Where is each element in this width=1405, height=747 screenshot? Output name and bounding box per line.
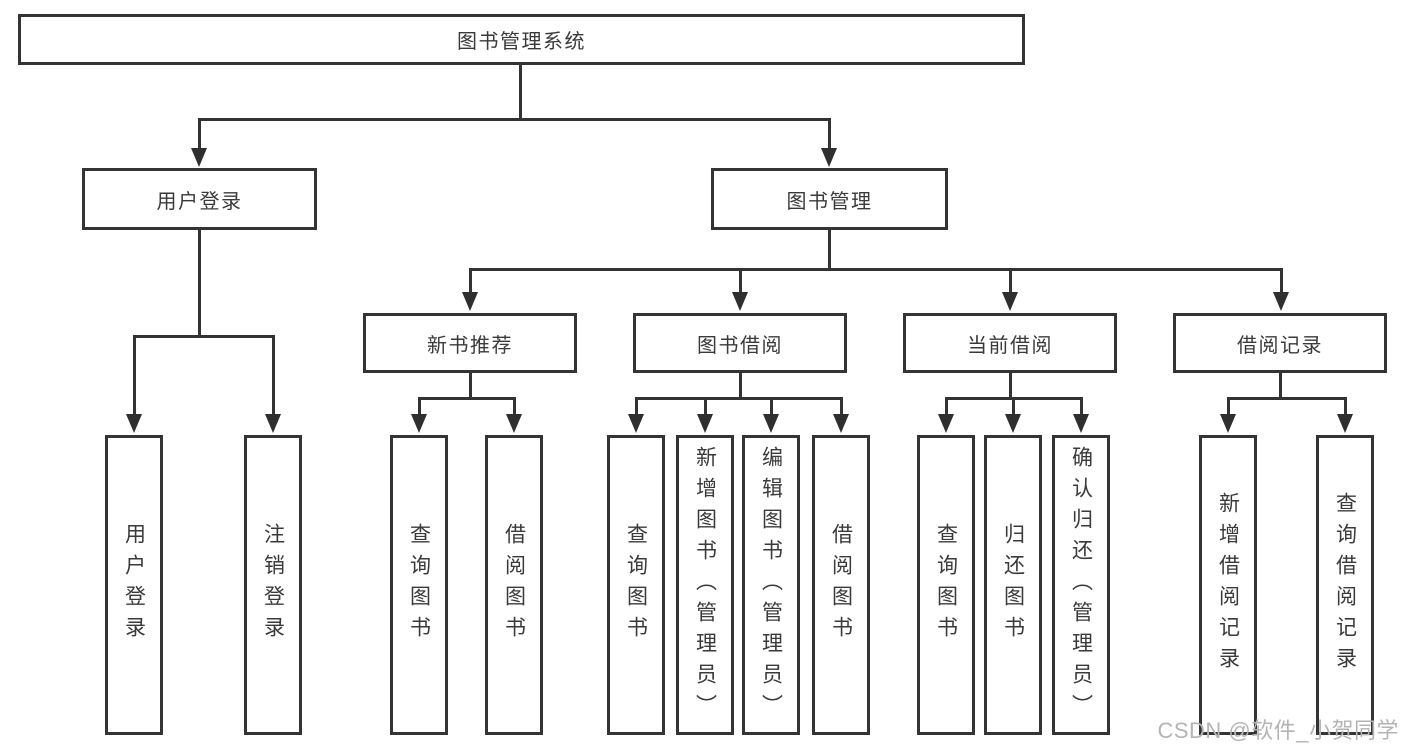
connector-line [133,335,136,417]
arrow-down-icon [821,148,837,167]
arrow-down-icon [833,414,849,433]
arrow-down-icon [506,414,522,433]
leaf-edit-books-admin: 编辑图书（管理员） [742,435,800,735]
connector-line [1012,397,1015,417]
leaf-confirm-return-admin: 确认归还（管理员） [1052,435,1110,735]
arrow-down-icon [628,414,644,433]
connector-line [739,268,742,294]
connector-line [469,268,1283,271]
leaf-user-login: 用户登录 [105,435,163,735]
connector-line [272,335,275,417]
leaf-label: 归还图书 [1001,523,1025,647]
leaf-label: 查询图书 [407,523,431,647]
node-library-management-system: 图书管理系统 [18,14,1025,65]
leaf-borrow-books: 借阅图书 [812,435,870,735]
connector-line [828,118,831,150]
csdn-watermark: CSDN @软件_小贺同学 [1157,718,1399,743]
connector-line [945,397,948,417]
arrow-down-icon [1005,414,1021,433]
leaf-label: 借阅图书 [502,523,526,647]
leaf-query-books-current: 查询图书 [917,435,975,735]
connector-line [198,118,201,150]
leaf-query-books-recommend: 查询图书 [390,435,448,735]
arrow-down-icon [191,148,207,167]
arrow-down-icon [1002,292,1018,311]
connector-line [519,65,522,120]
connector-line [1080,397,1083,417]
arrow-down-icon [462,292,478,311]
connector-line [198,118,831,121]
arrow-down-icon [1273,292,1289,311]
leaf-label: 注销登录 [261,523,285,647]
leaf-label: 查询图书 [934,523,958,647]
connector-line [469,268,472,294]
connector-line [1280,268,1283,294]
leaf-label: 用户登录 [122,523,146,647]
arrow-down-icon [697,414,713,433]
connector-line [1279,373,1282,400]
leaf-label: 新增借阅记录 [1216,492,1240,678]
arrow-down-icon [763,414,779,433]
connector-line [418,397,421,417]
connector-line [635,397,843,400]
leaf-label: 查询借阅记录 [1333,492,1357,678]
leaf-borrow-books-recommend: 借阅图书 [485,435,543,735]
connector-line [418,397,516,400]
connector-line [198,230,201,338]
leaf-return-books: 归还图书 [984,435,1042,735]
connector-line [770,397,773,417]
node-book-management: 图书管理 [711,168,948,230]
leaf-logout: 注销登录 [244,435,302,735]
connector-line [1227,397,1230,417]
connector-line [513,397,516,417]
arrow-down-icon [1073,414,1089,433]
arrow-down-icon [1337,414,1353,433]
connector-line [133,335,275,338]
node-borrowing-records: 借阅记录 [1173,313,1387,373]
leaf-label: 编辑图书（管理员） [759,445,783,725]
leaf-label: 确认归还（管理员） [1069,445,1093,725]
node-new-book-recommendation: 新书推荐 [363,313,577,373]
connector-line [1009,373,1012,400]
leaf-add-books-admin: 新增图书（管理员） [676,435,734,735]
leaf-query-borrow-record: 查询借阅记录 [1316,435,1374,735]
arrow-down-icon [126,414,142,433]
connector-line [739,373,742,400]
connector-line [469,373,472,400]
leaf-label: 新增图书（管理员） [693,445,717,725]
arrow-down-icon [411,414,427,433]
arrow-down-icon [265,414,281,433]
node-user-login: 用户登录 [82,168,317,230]
connector-line [840,397,843,417]
connector-line [635,397,638,417]
connector-line [828,230,831,270]
connector-line [704,397,707,417]
leaf-label: 查询图书 [624,523,648,647]
leaf-label: 借阅图书 [829,523,853,647]
arrow-down-icon [1220,414,1236,433]
arrow-down-icon [732,292,748,311]
leaf-add-borrow-record: 新增借阅记录 [1199,435,1257,735]
connector-line [1344,397,1347,417]
node-current-borrowing: 当前借阅 [903,313,1117,373]
connector-line [1227,397,1347,400]
connector-line [1009,268,1012,294]
arrow-down-icon [938,414,954,433]
leaf-query-books-borrowing: 查询图书 [607,435,665,735]
node-book-borrowing: 图书借阅 [633,313,847,373]
